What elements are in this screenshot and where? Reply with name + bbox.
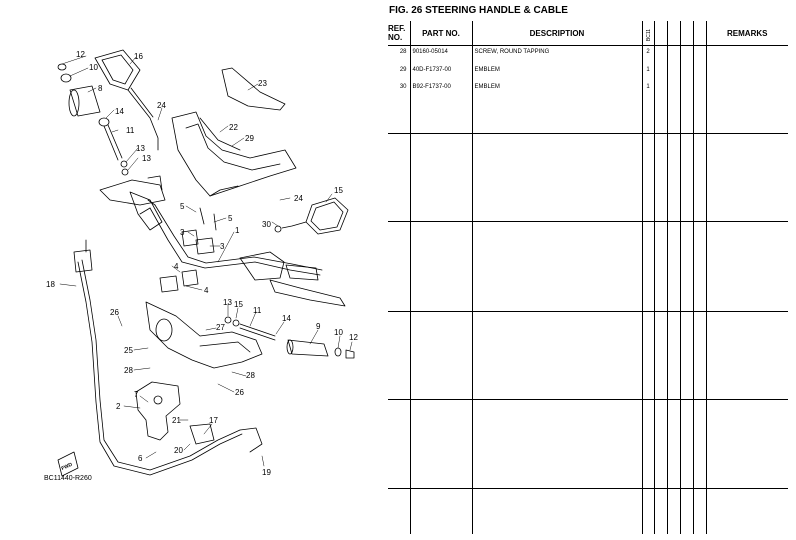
left-lever-and-switch xyxy=(99,175,166,231)
exploded-parts-diagram: FWD xyxy=(57,49,355,477)
part-number-cell: B92-F1737-00 xyxy=(409,80,472,99)
callout-13: 13 xyxy=(136,144,145,153)
remarks-header: REMARKS xyxy=(705,21,788,46)
table-block-spacer xyxy=(388,98,788,134)
callout-28: 28 xyxy=(124,366,133,375)
table-empty-block xyxy=(388,311,788,401)
callout-28b: 28 xyxy=(246,371,255,380)
callout-7: 7 xyxy=(134,390,139,399)
callout-29: 29 xyxy=(245,134,254,143)
callout-12: 12 xyxy=(76,50,85,59)
fwd-arrow-box xyxy=(57,451,79,477)
callout-13c: 13 xyxy=(223,298,232,307)
blank-header xyxy=(692,21,706,46)
ref-cell: 28 xyxy=(399,49,407,55)
callout-3: 3 xyxy=(180,228,185,237)
left-mirror xyxy=(94,49,159,151)
fwd-label: FWD xyxy=(61,462,74,472)
callout-5: 5 xyxy=(180,202,185,211)
parts-list-table: REF.NO. PART NO. DESCRIPTION BC11 REMARK… xyxy=(388,21,788,534)
callout-15: 15 xyxy=(334,186,343,195)
ref-cell: 30 xyxy=(399,83,407,90)
figure-title: FIG. 26 STEERING HANDLE & CABLE xyxy=(389,5,568,16)
callout-9: 9 xyxy=(316,322,321,331)
quantity-cell: 2 xyxy=(641,45,654,63)
model-code-header: BC11 xyxy=(641,21,654,46)
callout-22: 22 xyxy=(229,123,238,132)
leader-lines xyxy=(59,55,353,467)
drawing-code: BC11440-R260 xyxy=(44,475,92,482)
description-cell: SCREW, ROUND TAPPING xyxy=(471,45,642,63)
callout-11: 11 xyxy=(126,126,135,135)
callout-19: 19 xyxy=(262,468,271,477)
description-cell: EMBLEM xyxy=(471,62,642,81)
handlebar-holders xyxy=(159,207,217,293)
quantity-cell: 1 xyxy=(641,80,654,99)
table-empty-block xyxy=(388,399,788,490)
blank-header xyxy=(653,21,667,46)
callout-13b: 13 xyxy=(142,154,151,163)
callout-3b: 3 xyxy=(220,242,225,251)
handlebar xyxy=(139,199,323,276)
lower-bracket xyxy=(135,381,215,445)
callout-14: 14 xyxy=(115,107,124,116)
ref-no-header: REF.NO. xyxy=(388,21,410,46)
blank-header xyxy=(679,21,693,46)
right-mirror xyxy=(274,197,349,235)
callout-23: 23 xyxy=(258,79,267,88)
description-header: DESCRIPTION xyxy=(471,21,642,46)
right-grip-parts xyxy=(224,316,355,359)
callout-8: 8 xyxy=(98,84,103,93)
throttle-cables xyxy=(73,239,263,476)
callout-5b: 5 xyxy=(228,214,233,223)
callout-20: 20 xyxy=(174,446,183,455)
callout-25: 25 xyxy=(124,346,133,355)
description-cell: EMBLEM xyxy=(471,80,642,99)
table-row: 29 40D-F1737-00 EMBLEM 1 xyxy=(388,62,788,81)
table-empty-block xyxy=(388,488,788,534)
callout-10b: 10 xyxy=(334,328,343,337)
callout-30: 30 xyxy=(262,220,271,229)
callout-16: 16 xyxy=(134,52,143,61)
callout-21: 21 xyxy=(172,416,181,425)
callout-24: 24 xyxy=(157,101,166,110)
right-lever-and-master-cylinder xyxy=(239,251,346,307)
blank-header xyxy=(666,21,680,46)
callout-17: 17 xyxy=(209,416,218,425)
callout-24b: 24 xyxy=(294,194,303,203)
table-row: 28 90160-05014 SCREW, ROUND TAPPING 2 xyxy=(388,45,788,63)
table-empty-block xyxy=(388,221,788,312)
table-header-row: REF.NO. PART NO. DESCRIPTION BC11 REMARK… xyxy=(388,21,788,46)
table-row: 30 B92-F1737-00 EMBLEM 1 xyxy=(388,80,788,99)
part-no-header: PART NO. xyxy=(409,21,472,46)
ref-cell: 29 xyxy=(399,66,407,73)
callout-1: 1 xyxy=(235,226,240,235)
handle-lower-cover xyxy=(145,301,263,369)
callout-6: 6 xyxy=(138,454,143,463)
callout-14b: 14 xyxy=(282,314,291,323)
callout-4: 4 xyxy=(174,262,179,271)
callout-26b: 26 xyxy=(235,388,244,397)
callout-26: 26 xyxy=(110,308,119,317)
callout-2: 2 xyxy=(116,402,121,411)
callout-18: 18 xyxy=(46,280,55,289)
quantity-cell: 1 xyxy=(641,62,654,81)
front-cowl xyxy=(171,67,297,197)
part-number-cell: 90160-05014 xyxy=(409,45,472,63)
callout-4b: 4 xyxy=(204,286,209,295)
callout-27: 27 xyxy=(216,323,225,332)
callout-15b: 15 xyxy=(234,300,243,309)
table-empty-block xyxy=(388,133,788,223)
left-bar-end-parts xyxy=(57,63,129,176)
callout-11b: 11 xyxy=(253,306,262,315)
part-number-cell: 40D-F1737-00 xyxy=(409,62,472,81)
callout-10: 10 xyxy=(89,63,98,72)
callout-12b: 12 xyxy=(349,333,358,342)
